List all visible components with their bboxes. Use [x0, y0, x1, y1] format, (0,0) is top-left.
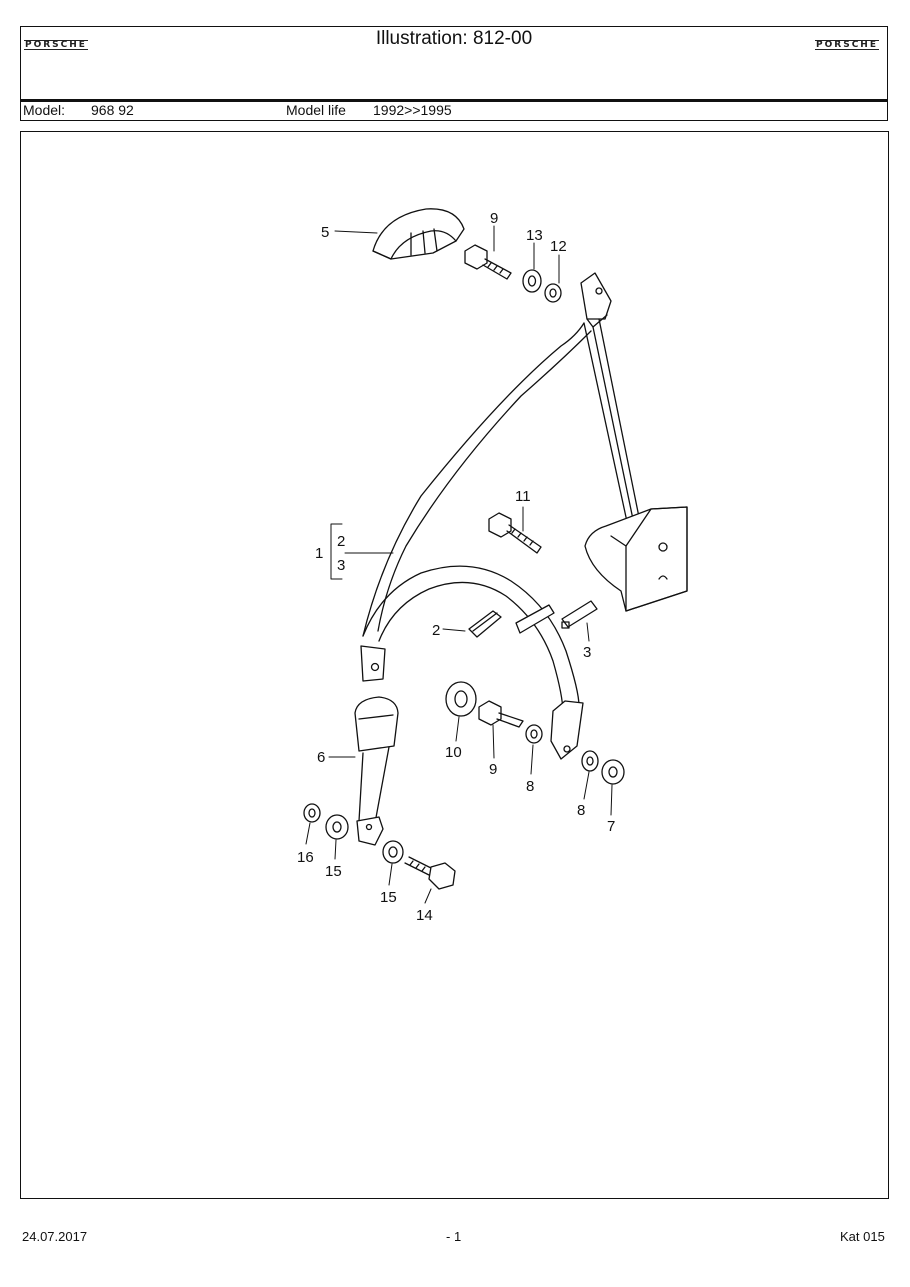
- callout-16: 16: [297, 849, 314, 866]
- illustration-title: Illustration: 812-00: [375, 28, 533, 49]
- callout-3: 3: [583, 644, 591, 661]
- callout-11: 11: [515, 488, 531, 505]
- shoulder-belt: [362, 272, 612, 637]
- seat-belt-diagram: 5 9 13 12 11 1 2 3 2 3 6 10 9 8 8 7 16 1…: [297, 208, 688, 924]
- callout-9-top: 9: [490, 210, 498, 227]
- footer-date: 24.07.2017: [22, 1229, 88, 1244]
- model-value: 968 92: [91, 102, 134, 118]
- callout-10: 10: [445, 744, 462, 761]
- callout-8-left: 8: [526, 778, 534, 795]
- model-row: Model: 968 92 Model life 1992>>1995: [21, 102, 887, 119]
- model-life-label: Model life: [286, 102, 346, 118]
- guide-clip-part: [468, 610, 502, 638]
- leader-lines: [305, 225, 613, 904]
- footer-catalog: Kat 015: [840, 1229, 885, 1244]
- callout-8-right: 8: [577, 802, 585, 819]
- callout-5: 5: [321, 224, 329, 241]
- bolt-9-lower: [478, 700, 524, 728]
- callout-1: 1: [315, 545, 323, 562]
- guide-clip-part-3: [561, 600, 598, 629]
- callout-6: 6: [317, 749, 325, 766]
- header-box: PORSCHE Illustration: 812-00 PORSCHE Mod…: [20, 26, 888, 121]
- model-label: Model:: [23, 102, 66, 118]
- porsche-logo-left: PORSCHE: [24, 40, 88, 50]
- illustration-frame: 5 9 13 12 11 1 2 3 2 3 6 10 9 8 8 7 16 1…: [20, 131, 889, 1199]
- porsche-logo-right: PORSCHE: [815, 40, 879, 50]
- model-life-value: 1992>>1995: [373, 102, 452, 118]
- retractor-housing: [584, 506, 688, 612]
- callout-1-sub-2: 2: [337, 533, 345, 550]
- cover-cap-part: [372, 208, 465, 260]
- lap-belt-loop: [360, 565, 584, 760]
- bolt-14: [404, 856, 456, 890]
- callout-13: 13: [526, 227, 543, 244]
- footer-page: - 1: [446, 1229, 462, 1244]
- header-divider: [21, 99, 887, 102]
- spacer-10: [445, 681, 477, 717]
- callout-1-sub-3: 3: [337, 557, 345, 574]
- bolt-11: [488, 512, 542, 554]
- callout-15-right: 15: [380, 889, 397, 906]
- callout-15-left: 15: [325, 863, 342, 880]
- callout-9-lower: 9: [489, 761, 497, 778]
- callout-2: 2: [432, 622, 440, 639]
- retractor-strap: [583, 318, 642, 532]
- bolt-9-top: [464, 244, 512, 280]
- callout-14: 14: [416, 907, 433, 924]
- callout-7: 7: [607, 818, 615, 835]
- buckle-6: [354, 696, 399, 846]
- callout-12: 12: [550, 238, 567, 255]
